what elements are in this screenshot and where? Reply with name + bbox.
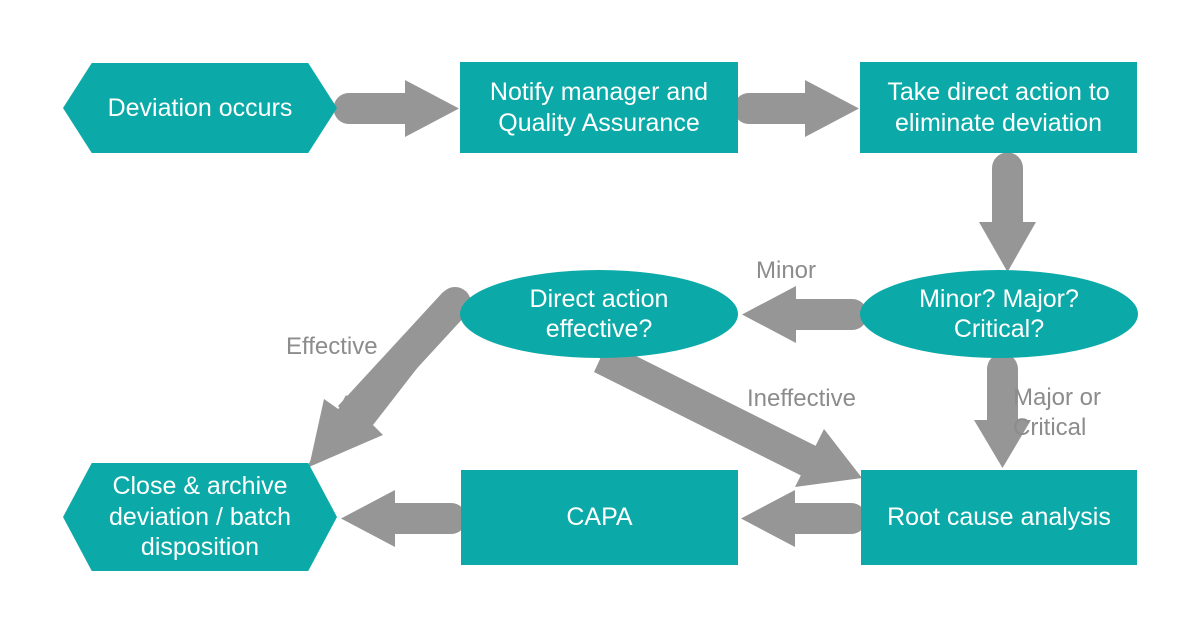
- edge-label-ineffective: Ineffective: [747, 385, 856, 412]
- node-severity-decision[interactable]: Minor? Major? Critical?: [860, 270, 1138, 358]
- node-take-direct-action[interactable]: Take direct action to eliminate deviatio…: [860, 62, 1137, 153]
- edge-label-major-or-critical: Major or Critical: [1013, 384, 1102, 441]
- node-notify-manager-qa[interactable]: Notify manager and Quality Assurance: [460, 62, 738, 153]
- node-label: Deviation occurs: [107, 93, 293, 122]
- edge-label-effective: Effective: [286, 333, 378, 360]
- node-deviation-occurs[interactable]: Deviation occurs: [63, 63, 337, 153]
- arrow-capa-to-close: [341, 490, 467, 547]
- arrow-deviation-to-notify: [333, 80, 459, 137]
- edge-label-minor: Minor: [756, 257, 817, 284]
- arrow-effective-to-close: [307, 287, 471, 467]
- node-root-cause-analysis[interactable]: Root cause analysis: [861, 470, 1137, 565]
- arrow-severity-to-root-cause: [974, 353, 1031, 468]
- node-direct-action-effective[interactable]: Direct action effective?: [460, 270, 738, 358]
- node-label: CAPA: [566, 503, 633, 532]
- node-label: Notify manager and Quality Assurance: [489, 78, 709, 137]
- node-label: Take direct action to eliminate deviatio…: [887, 78, 1110, 137]
- node-capa[interactable]: CAPA: [461, 470, 738, 565]
- arrow-notify-to-take-action: [733, 80, 859, 137]
- arrow-effective-to-root-cause: [594, 341, 862, 487]
- arrow-root-cause-to-capa: [741, 490, 867, 547]
- node-close-archive[interactable]: Close & archive deviation / batch dispos…: [63, 463, 337, 571]
- arrow-take-action-to-severity: [979, 152, 1036, 272]
- node-label: Root cause analysis: [887, 503, 1111, 532]
- node-label: Minor? Major? Critical?: [919, 284, 1079, 344]
- arrow-severity-to-effective: [742, 286, 868, 343]
- node-label: Direct action effective?: [529, 284, 669, 344]
- node-label: Close & archive deviation / batch dispos…: [108, 472, 292, 562]
